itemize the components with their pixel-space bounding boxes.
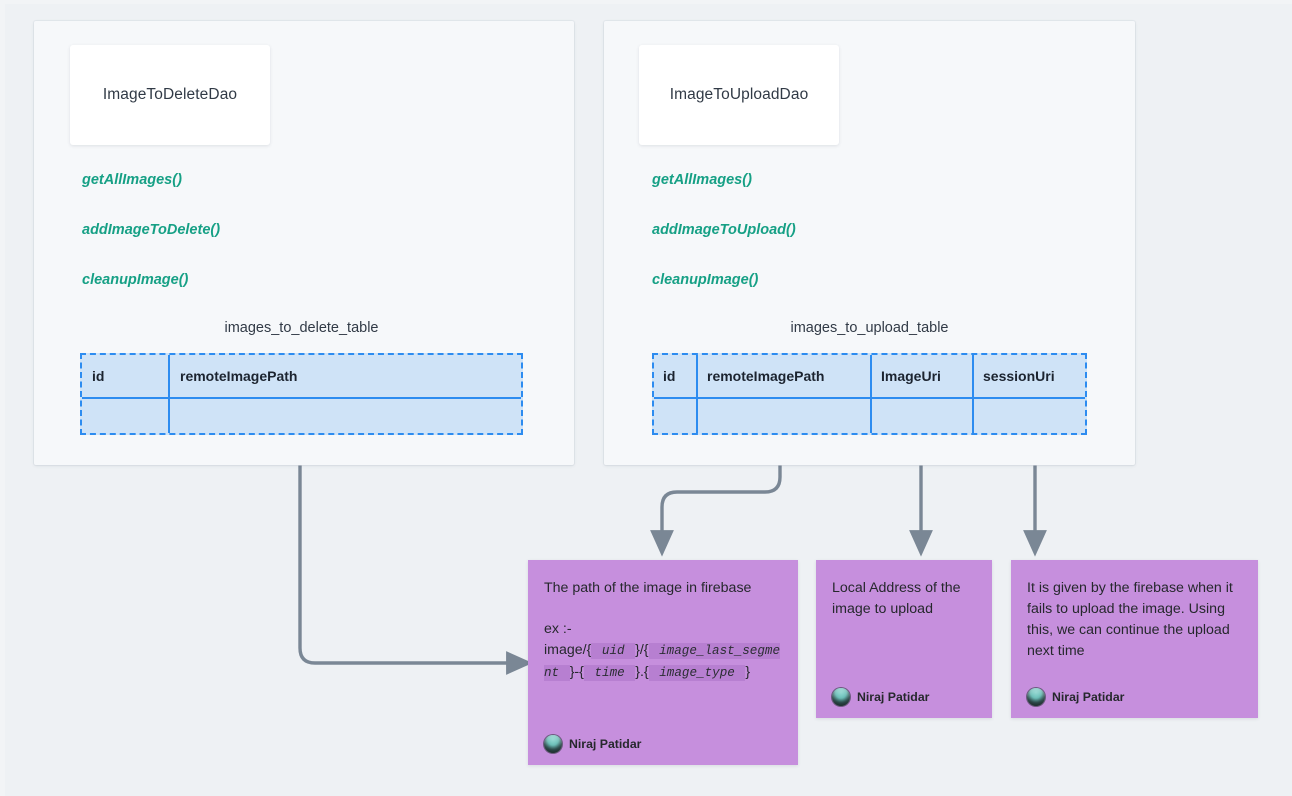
plain-token: }.{ <box>635 664 649 680</box>
note-example-expression: image/{ uid }/{ image_last_segment }-{ t… <box>544 642 781 681</box>
class-card-image-to-delete-dao[interactable]: ImageToDeleteDao <box>70 45 270 145</box>
note-author: Niraj Patidar <box>1027 676 1242 706</box>
table-cell-image-uri <box>870 399 972 433</box>
table-column-header-id: id <box>663 368 676 384</box>
code-token: uid <box>591 643 636 659</box>
table-images-to-delete: id remoteImagePath <box>80 353 523 435</box>
page-edge-top <box>0 0 1292 4</box>
table-cell-id <box>654 399 696 433</box>
class-card-image-to-upload-dao[interactable]: ImageToUploadDao <box>639 45 839 145</box>
table-column-header-image-uri: ImageUri <box>870 355 972 397</box>
table-cell-remote-image-path <box>168 399 521 433</box>
plain-token: }/{ <box>635 642 649 658</box>
note-example: ex :- image/{ uid }/{ image_last_segment… <box>544 619 782 684</box>
table-column-header-remote-image-path: remoteImagePath <box>168 355 521 397</box>
note-remote-image-path[interactable]: The path of the image in firebase ex :- … <box>528 560 798 765</box>
table-caption-images-to-delete: images_to_delete_table <box>224 320 379 336</box>
avatar-icon <box>1027 688 1045 706</box>
page-edge-left <box>0 0 5 796</box>
table-column-header-session-uri: sessionUri <box>972 355 1085 397</box>
note-heading: It is given by the firebase when it fail… <box>1027 580 1233 659</box>
author-name: Niraj Patidar <box>857 690 930 704</box>
plain-token: } <box>745 664 751 680</box>
table-header-row: id remoteImagePath <box>82 355 521 399</box>
method-get-all-images[interactable]: getAllImages() <box>652 172 752 188</box>
plain-token: }-{ <box>569 664 584 680</box>
note-author: Niraj Patidar <box>544 723 782 753</box>
code-token: time <box>583 665 636 681</box>
note-heading: Local Address of the image to upload <box>832 580 961 617</box>
plain-token: image/{ <box>544 642 592 658</box>
note-session-uri[interactable]: It is given by the firebase when it fail… <box>1011 560 1258 718</box>
table-column-header-id: id <box>92 368 105 384</box>
method-add-image-to-upload[interactable]: addImageToUpload() <box>652 222 796 238</box>
table-cell-id <box>82 399 168 433</box>
table-caption-images-to-upload: images_to_upload_table <box>790 320 949 336</box>
class-title: ImageToDeleteDao <box>102 86 238 103</box>
method-cleanup-image[interactable]: cleanupImage() <box>652 272 759 288</box>
panel-image-to-delete-dao: ImageToDeleteDao getAllImages() addImage… <box>34 21 574 465</box>
method-cleanup-image[interactable]: cleanupImage() <box>82 272 189 288</box>
code-token: image_type <box>648 665 746 681</box>
table-header-row: id remoteImagePath ImageUri sessionUri <box>654 355 1085 399</box>
note-heading: The path of the image in firebase <box>544 580 752 596</box>
table-row <box>654 399 1085 433</box>
avatar-icon <box>832 688 850 706</box>
table-row <box>82 399 521 433</box>
author-name: Niraj Patidar <box>1052 690 1125 704</box>
method-add-image-to-delete[interactable]: addImageToDelete() <box>82 222 221 238</box>
note-example-label: ex :- <box>544 621 572 637</box>
table-images-to-upload: id remoteImagePath ImageUri sessionUri <box>652 353 1087 435</box>
table-cell-session-uri <box>972 399 1085 433</box>
class-title: ImageToUploadDao <box>669 86 809 103</box>
author-name: Niraj Patidar <box>569 737 642 751</box>
note-image-uri[interactable]: Local Address of the image to upload Nir… <box>816 560 992 718</box>
method-get-all-images[interactable]: getAllImages() <box>82 172 182 188</box>
panel-image-to-upload-dao: ImageToUploadDao getAllImages() addImage… <box>604 21 1135 465</box>
table-cell-remote-image-path <box>696 399 870 433</box>
avatar-icon <box>544 735 562 753</box>
note-author: Niraj Patidar <box>832 676 976 706</box>
table-column-header-remote-image-path: remoteImagePath <box>696 355 870 397</box>
